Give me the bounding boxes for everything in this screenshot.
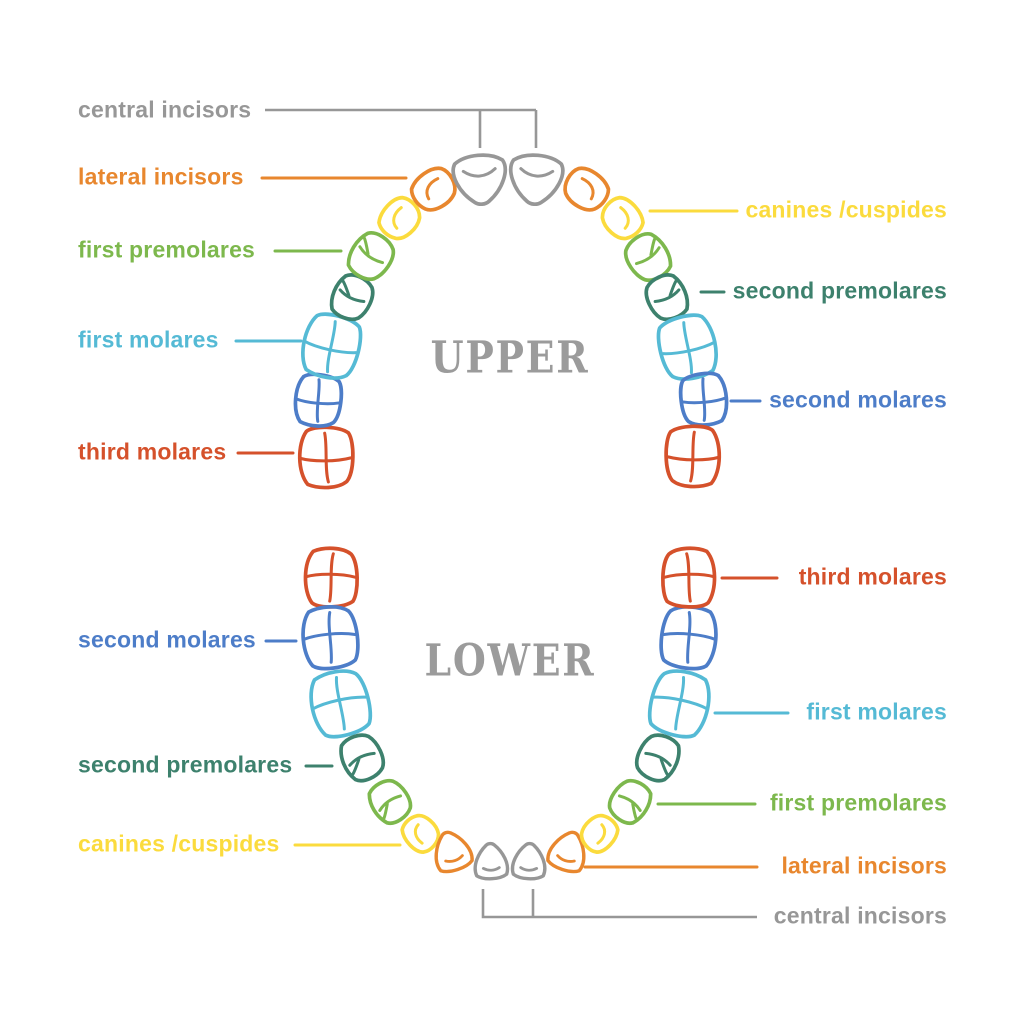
connector-upper-central-incisors [265, 108, 538, 148]
label-lower-second-premolares: second premolares [78, 751, 293, 778]
upper-left-second-molar [290, 370, 346, 431]
label-upper-second-molares: second molares [769, 386, 947, 413]
upper-right-central-incisor [506, 151, 566, 209]
label-lower-third-molares: third molares [798, 563, 947, 590]
label-lower-second-molares: second molares [78, 626, 256, 653]
upper-right-second-molar [676, 369, 732, 430]
lower-left-lateral-incisor [426, 825, 477, 877]
label-upper-third-molares: third molares [78, 438, 227, 465]
label-lower-lateral-incisors: lateral incisors [781, 852, 947, 879]
upper-arch [290, 151, 732, 491]
lower-right-first-molar [644, 665, 715, 742]
label-upper-first-molares: first molares [78, 326, 219, 353]
lower-left-central-incisor [472, 840, 510, 882]
lower-title: LOWER [424, 635, 596, 687]
lower-right-third-molar [659, 545, 718, 610]
label-upper-second-premolares: second premolares [732, 277, 947, 304]
upper-title: UPPER [430, 332, 590, 384]
lower-arch [299, 545, 720, 882]
lower-right-second-molar [658, 603, 720, 671]
lower-right-central-incisor [510, 840, 548, 882]
upper-right-third-molar [663, 423, 723, 490]
label-upper-canines: canines /cuspides [745, 196, 947, 223]
lower-left-third-molar [302, 545, 361, 610]
lower-left-second-molar [299, 603, 361, 671]
label-lower-first-molares: first molares [806, 698, 947, 725]
label-lower-first-premolares: first premolares [769, 789, 947, 816]
lower-left-first-molar [305, 665, 376, 742]
label-upper-central-incisors: central incisors [78, 96, 252, 123]
label-lower-canines: canines /cuspides [78, 830, 280, 857]
label-upper-lateral-incisors: lateral incisors [78, 163, 244, 190]
label-lower-central-incisors: central incisors [773, 902, 947, 929]
connector-lower-central-incisors [481, 889, 757, 919]
upper-left-third-molar [296, 424, 356, 491]
upper-left-central-incisor [450, 151, 510, 209]
label-upper-first-premolares: first premolares [78, 236, 256, 263]
